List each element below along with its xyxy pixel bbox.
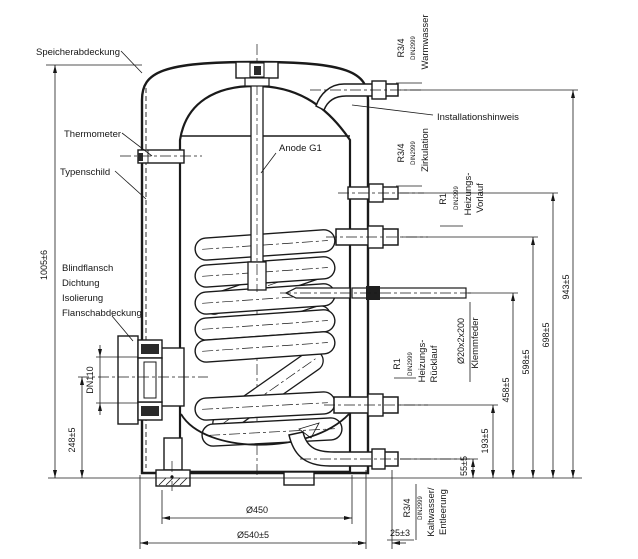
label-kaltwasser-name2: Entleerung xyxy=(438,489,449,535)
label-thermometer: Thermometer xyxy=(64,129,121,140)
flange-assembly xyxy=(78,335,208,425)
connection-zirkulation-pipe xyxy=(338,183,424,203)
label-warmwasser-thread: R3/4 xyxy=(396,38,406,57)
connection-vorlauf-pipe xyxy=(326,225,428,249)
anode-rod xyxy=(247,81,267,292)
label-warmwasser-norm: DIN2999 xyxy=(411,36,417,60)
label-installationshinweis: Installationshinweis xyxy=(437,112,519,123)
label-klemmfeder-name: Klemmfeder xyxy=(470,317,481,368)
label-kaltwasser-thread: R3/4 xyxy=(402,498,412,517)
left-foot xyxy=(163,437,183,471)
dim-offset: 25±3 xyxy=(390,528,410,538)
dim-ruecklauf: 193±5 xyxy=(480,429,490,454)
dim-kaltwasser: 55±5 xyxy=(459,456,469,476)
dim-vorlauf: 598±5 xyxy=(521,350,531,375)
label-warmwasser-name: Warmwasser xyxy=(420,14,431,69)
sensor-tube-fitting xyxy=(366,286,380,300)
weld-mark xyxy=(298,422,320,439)
dim-total-height: 1005±6 xyxy=(39,250,49,280)
connection-labels: R3/4 DIN2999 Warmwasser R3/4 DIN2999 Zir… xyxy=(392,14,486,536)
dimension-labels: 1005±6 248±5 DN110 943±5 698±5 598±5 458… xyxy=(39,250,571,540)
tank-bottom xyxy=(155,413,350,491)
label-vorlauf-norm: DIN2999 xyxy=(454,186,460,210)
label-anode: Anode G1 xyxy=(279,143,322,154)
label-zirkulation-thread: R3/4 xyxy=(396,143,406,162)
sensor-tube-klemmfeder xyxy=(280,286,472,300)
label-isolierung: Isolierung xyxy=(62,293,103,304)
dim-flange-dn: DN110 xyxy=(85,366,95,393)
label-vorlauf-name2: Vorlauf xyxy=(475,183,486,213)
flange-bolt-top xyxy=(141,344,159,354)
dim-inner-diameter: Ø450 xyxy=(246,505,268,515)
dimension-lines xyxy=(46,64,582,549)
label-ruecklauf-norm: DIN2999 xyxy=(408,352,414,376)
label-typenschild: Typenschild xyxy=(60,167,110,178)
label-vorlauf-name1: Heizungs- xyxy=(463,173,474,216)
right-support xyxy=(283,471,315,486)
label-dichtung: Dichtung xyxy=(62,278,100,289)
flange-insulation-cover xyxy=(117,335,139,425)
leader-lines xyxy=(111,50,434,342)
dim-outer-diameter: Ø540±5 xyxy=(237,530,269,540)
dim-zirkulation: 698±5 xyxy=(541,323,551,348)
label-speicherabdeckung: Speicherabdeckung xyxy=(36,47,120,58)
label-ruecklauf-name2: Rücklauf xyxy=(429,345,440,382)
label-kaltwasser-norm: DIN2999 xyxy=(418,496,424,520)
part-labels: Speicherabdeckung Thermometer Typenschil… xyxy=(36,47,519,319)
label-vorlauf-thread: R1 xyxy=(438,193,448,205)
flange-bolt-bottom xyxy=(141,406,159,416)
label-ruecklauf-name1: Heizungs- xyxy=(417,340,428,383)
label-ruecklauf-thread: R1 xyxy=(392,358,402,370)
thermometer-port xyxy=(120,149,202,164)
dim-warmwasser: 943±5 xyxy=(561,275,571,300)
anode-mount xyxy=(235,61,279,87)
label-klemmfeder-size: Ø20x2x200 xyxy=(456,318,466,364)
label-zirkulation-norm: DIN2999 xyxy=(411,141,417,165)
label-kaltwasser-name1: Kaltwasser/ xyxy=(426,487,437,536)
label-zirkulation-name: Zirkulation xyxy=(420,128,431,172)
dim-klemmfeder: 458±5 xyxy=(501,378,511,403)
label-flanschabdeckung: Flanschabdeckung xyxy=(62,308,142,319)
dim-flange-center: 248±5 xyxy=(67,428,77,453)
label-blindflansch: Blindflansch xyxy=(62,263,113,274)
